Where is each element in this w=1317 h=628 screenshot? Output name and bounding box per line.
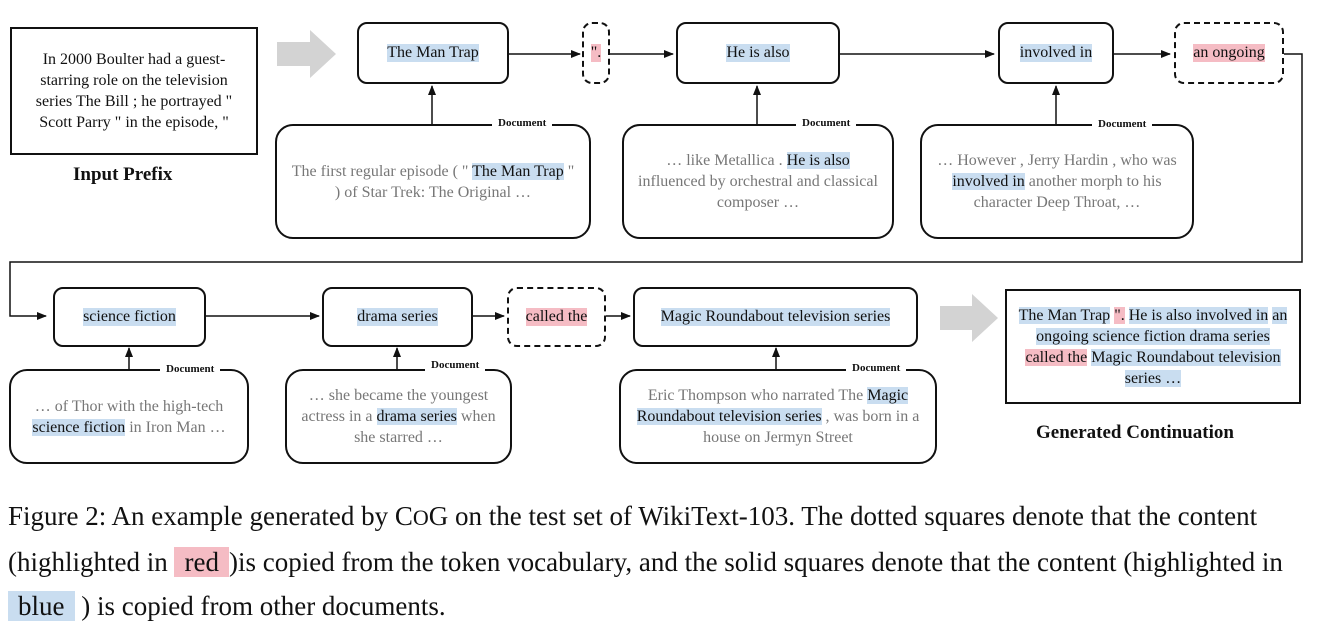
caption-red-word: red <box>174 547 229 577</box>
document-text: … she became the youngest actress in a d… <box>301 385 496 448</box>
token-text: drama series <box>357 308 438 326</box>
gen-seg: The Man Trap <box>1018 306 1111 324</box>
gen-seg: called the <box>1025 348 1088 366</box>
doc-highlight: drama series <box>376 408 457 425</box>
input-prefix-text: In 2000 Boulter had a guest-starring rol… <box>35 51 233 131</box>
gen-seg: He is also involved in <box>1128 306 1269 324</box>
connector-layer <box>9 30 1303 369</box>
doc-text-after: another morph to his character Deep Thro… <box>973 173 1162 211</box>
doc-text-before: … However , Jerry Hardin , who was <box>937 152 1177 169</box>
caption-text: on the test set of WikiText-103. The dot… <box>8 501 1258 577</box>
caption-text: )is copied from the token vocabulary, an… <box>228 547 1283 577</box>
token-magic-roundabout: Magic Roundabout television series <box>633 287 918 347</box>
document-box-4: … of Thor with the high-tech science fic… <box>9 369 249 464</box>
token-text: an ongoing <box>1193 44 1265 62</box>
generated-continuation-label: Generated Continuation <box>1036 422 1234 443</box>
token-involved-in: involved in <box>998 22 1114 84</box>
document-label: Document <box>492 117 553 129</box>
caption-prefix: Figure 2: An example generated by <box>8 501 395 531</box>
doc-text-after: , was born in a house on Jermyn Street <box>703 408 920 446</box>
document-label: Document <box>160 363 221 375</box>
caption-text: ) is copied from other documents. <box>81 591 446 621</box>
token-drama-series: drama series <box>322 287 473 347</box>
generated-continuation-box: The Man Trap ". He is also involved in a… <box>1005 289 1301 404</box>
doc-highlight: The Man Trap <box>472 162 564 180</box>
doc-text-after: influenced by orchestral and classical c… <box>638 173 878 211</box>
token-text: He is also <box>726 44 790 62</box>
document-label: Document <box>796 117 857 129</box>
doc-text-before: … of Thor with the high-tech <box>34 397 224 415</box>
token-called-the: called the <box>507 287 606 347</box>
wrap-connector <box>9 53 1303 320</box>
model-name-c: C <box>394 501 413 531</box>
doc-text-before: … she became the youngest actress in a <box>301 387 489 425</box>
input-prefix-box: In 2000 Boulter had a guest-starring rol… <box>10 27 258 155</box>
doc-text-after: when she starred … <box>354 408 496 446</box>
token-text: Magic Roundabout television series <box>660 308 891 326</box>
doc-text-after: " ) of Star Trek: The Original … <box>334 162 575 201</box>
cog-example-diagram: In 2000 Boulter had a guest-starring rol… <box>9 22 1303 464</box>
big-arrow-icon <box>940 294 998 342</box>
document-label: Document <box>846 362 907 374</box>
document-text: … of Thor with the high-tech science fic… <box>25 396 233 438</box>
token-text: The Man Trap <box>387 44 479 62</box>
document-box-2: … like Metallica . He is also influenced… <box>622 124 894 239</box>
gen-seg: ". <box>1114 306 1125 324</box>
token-the-man-trap: The Man Trap <box>357 22 509 84</box>
token-text: science fiction <box>83 308 176 326</box>
doc-text-before: The first regular episode ( " <box>291 162 473 180</box>
doc-highlight: science fiction <box>32 418 126 436</box>
big-arrow-icon <box>277 30 336 78</box>
figure-caption: Figure 2: An example generated by COG on… <box>8 494 1313 628</box>
document-box-3: … However , Jerry Hardin , who was invol… <box>920 124 1194 239</box>
doc-highlight: involved in <box>952 173 1025 190</box>
document-label: Document <box>425 359 486 371</box>
token-an-ongoing: an ongoing <box>1174 22 1284 84</box>
document-text: The first regular episode ( " The Man Tr… <box>291 161 575 203</box>
doc-highlight: He is also <box>786 152 850 169</box>
document-box-1: The first regular episode ( " The Man Tr… <box>275 124 591 239</box>
token-he-is-also: He is also <box>676 22 840 84</box>
document-box-5: … she became the youngest actress in a d… <box>285 369 512 464</box>
input-prefix-label: Input Prefix <box>73 164 173 185</box>
document-text: … like Metallica . He is also influenced… <box>638 150 878 213</box>
doc-text-before: … like Metallica . <box>666 152 787 169</box>
caption-blue-word: blue <box>8 591 75 621</box>
token-text: called the <box>525 308 588 326</box>
token-text: ". <box>590 44 602 62</box>
token-science-fiction: science fiction <box>53 287 206 347</box>
token-quote-dot: ". <box>582 22 610 84</box>
document-label: Document <box>1092 118 1153 130</box>
model-name-g: G <box>428 501 449 531</box>
doc-text-before: Eric Thompson who narrated The <box>647 387 868 404</box>
doc-text-after: in Iron Man … <box>125 418 226 436</box>
document-box-6: Eric Thompson who narrated The Magic Rou… <box>619 369 937 464</box>
model-name-o: O <box>412 505 429 530</box>
token-text: involved in <box>1019 44 1093 62</box>
gen-seg: Magic Roundabout television series … <box>1091 348 1281 387</box>
document-text: Eric Thompson who narrated The Magic Rou… <box>635 385 921 448</box>
generated-text: The Man Trap ". He is also involved in a… <box>1017 305 1289 389</box>
document-text: … However , Jerry Hardin , who was invol… <box>936 150 1178 213</box>
